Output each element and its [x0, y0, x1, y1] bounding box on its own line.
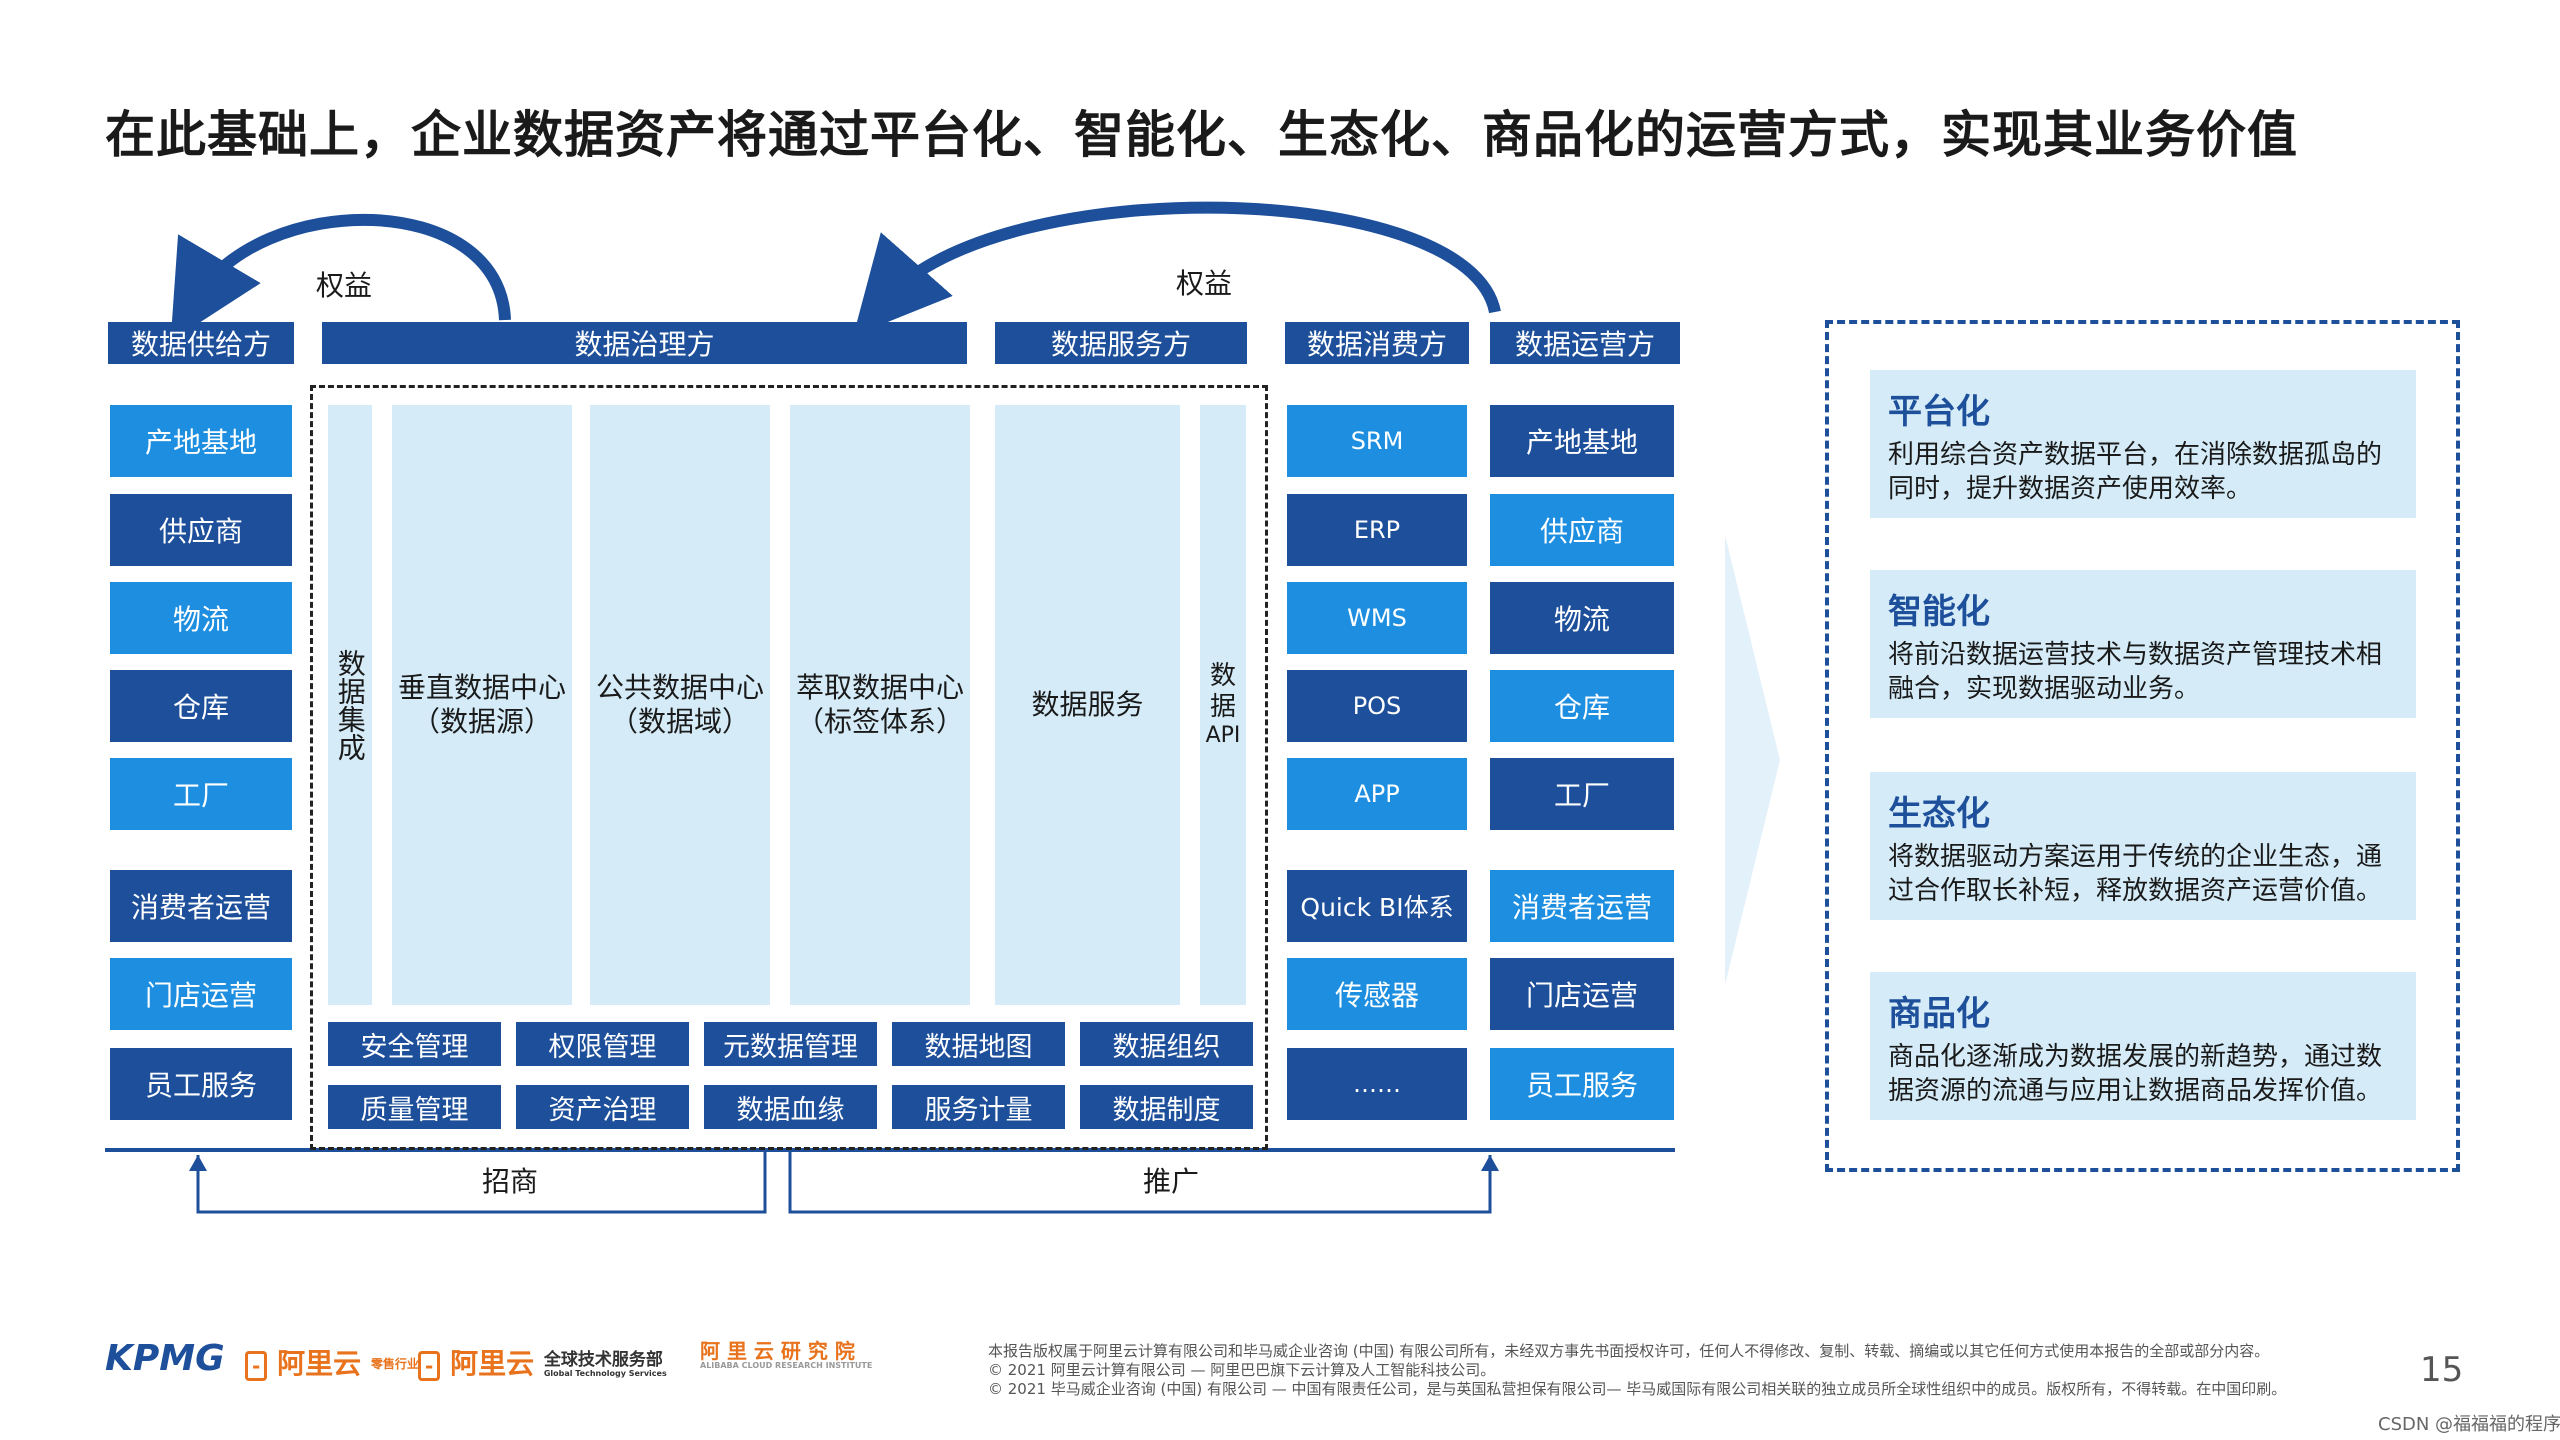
supplier-item: 物流: [110, 582, 292, 654]
operator-item: 工厂: [1490, 758, 1674, 830]
card-title: 生态化: [1888, 794, 1990, 834]
data-api-column: 数 据 API: [1200, 405, 1246, 1005]
card-ecosystem: 生态化 将数据驱动方案运用于传统的企业生态，通过合作取长补短，释放数据资产运营价…: [1870, 772, 2416, 920]
supplier-item: 门店运营: [110, 958, 292, 1030]
mgmt-item: 资产治理: [516, 1085, 689, 1129]
vertical-data-center: 垂直数据中心 （数据源）: [392, 405, 572, 1005]
operation-modes-area: [1825, 320, 2460, 1172]
mgmt-item: 数据组织: [1080, 1022, 1253, 1066]
header-operator: 数据运营方: [1490, 322, 1680, 364]
rights-label-left: 权益: [316, 269, 373, 302]
watermark: CSDN @福福福的程序员: [2378, 1414, 2560, 1435]
aliyun-retail-logo: - 阿里云 零售行业: [245, 1342, 419, 1382]
integration-label: 数据集成: [333, 649, 367, 761]
mgmt-item: 服务计量: [892, 1085, 1065, 1129]
page-title: 在此基础上，企业数据资产将通过平台化、智能化、生态化、商品化的运营方式，实现其业…: [105, 106, 2298, 164]
card-text: 商品化逐渐成为数据发展的新趋势，通过数据资源的流通与应用让数据商品发挥价值。: [1888, 1042, 2383, 1106]
operator-item: 物流: [1490, 582, 1674, 654]
header-consumer: 数据消费方: [1285, 322, 1469, 364]
supplier-item: 工厂: [110, 758, 292, 830]
consumer-item: 传感器: [1287, 958, 1467, 1030]
data-service-column: 数据服务: [995, 405, 1180, 1005]
public-data-center: 公共数据中心 （数据域）: [590, 405, 770, 1005]
mgmt-item: 数据地图: [892, 1022, 1065, 1066]
kpmg-logo: KPMG: [105, 1338, 225, 1379]
consumer-item: ERP: [1287, 494, 1467, 566]
card-title: 平台化: [1888, 392, 1990, 432]
card-text: 利用综合资产数据平台，在消除数据孤岛的同时，提升数据资产使用效率。: [1888, 440, 2383, 504]
mgmt-item: 安全管理: [328, 1022, 501, 1066]
extract-data-center: 萃取数据中心 （标签体系）: [790, 405, 970, 1005]
consumer-item: WMS: [1287, 582, 1467, 654]
promote-connector: [788, 1150, 1492, 1214]
aliyun-research-logo: 阿 里 云 研 究 院 ALIBABA CLOUD RESEARCH INSTI…: [700, 1339, 873, 1370]
integration-column: 数据集成: [328, 405, 372, 1005]
consumer-item: ……: [1287, 1048, 1467, 1120]
consumer-item: Quick BI体系: [1287, 870, 1467, 942]
operator-item: 门店运营: [1490, 958, 1674, 1030]
recruit-label: 招商: [482, 1165, 539, 1198]
card-intelligent: 智能化 将前沿数据运营技术与数据资产管理技术相融合，实现数据驱动业务。: [1870, 570, 2416, 718]
consumer-item: SRM: [1287, 405, 1467, 477]
rights-arrow-right: [853, 201, 1501, 336]
card-text: 将前沿数据运营技术与数据资产管理技术相融合，实现数据驱动业务。: [1888, 640, 2383, 704]
copyright-notice: 本报告版权属于阿里云计算有限公司和毕马威企业咨询 (中国) 有限公司所有，未经双…: [988, 1342, 2287, 1398]
card-commodity: 商品化 商品化逐渐成为数据发展的新趋势，通过数据资源的流通与应用让数据商品发挥价…: [1870, 972, 2416, 1120]
mgmt-item: 数据制度: [1080, 1085, 1253, 1129]
governance-area: [310, 385, 1268, 1150]
consumer-item: POS: [1287, 670, 1467, 742]
aliyun-gts-logo: - 阿里云 全球技术服务部 Global Technology Services: [418, 1342, 667, 1382]
mgmt-item: 数据血缘: [704, 1085, 877, 1129]
operator-item: 消费者运营: [1490, 870, 1674, 942]
mgmt-item: 元数据管理: [704, 1022, 877, 1066]
rights-label-right: 权益: [1176, 267, 1233, 300]
mgmt-item: 质量管理: [328, 1085, 501, 1129]
card-text: 将数据驱动方案运用于传统的企业生态，通过合作取长补短，释放数据资产运营价值。: [1888, 842, 2383, 906]
supplier-item: 员工服务: [110, 1048, 292, 1120]
operator-item: 员工服务: [1490, 1048, 1674, 1120]
header-service: 数据服务方: [995, 322, 1247, 364]
page-number: 15: [2420, 1350, 2464, 1390]
card-title: 智能化: [1888, 592, 1990, 632]
rights-arrow-left: [170, 213, 511, 342]
card-platform: 平台化 利用综合资产数据平台，在消除数据孤岛的同时，提升数据资产使用效率。: [1870, 370, 2416, 518]
recruit-connector: [196, 1150, 767, 1214]
supplier-item: 产地基地: [110, 405, 292, 477]
result-chevron: [1725, 535, 1780, 985]
card-title: 商品化: [1888, 994, 1990, 1034]
supplier-item: 消费者运营: [110, 870, 292, 942]
operator-item: 仓库: [1490, 670, 1674, 742]
operator-item: 产地基地: [1490, 405, 1674, 477]
operator-item: 供应商: [1490, 494, 1674, 566]
mgmt-item: 权限管理: [516, 1022, 689, 1066]
promote-label: 推广: [1143, 1165, 1200, 1198]
supplier-item: 供应商: [110, 494, 292, 566]
consumer-item: APP: [1287, 758, 1467, 830]
header-governance: 数据治理方: [322, 322, 967, 364]
header-supplier: 数据供给方: [108, 322, 294, 364]
supplier-item: 仓库: [110, 670, 292, 742]
